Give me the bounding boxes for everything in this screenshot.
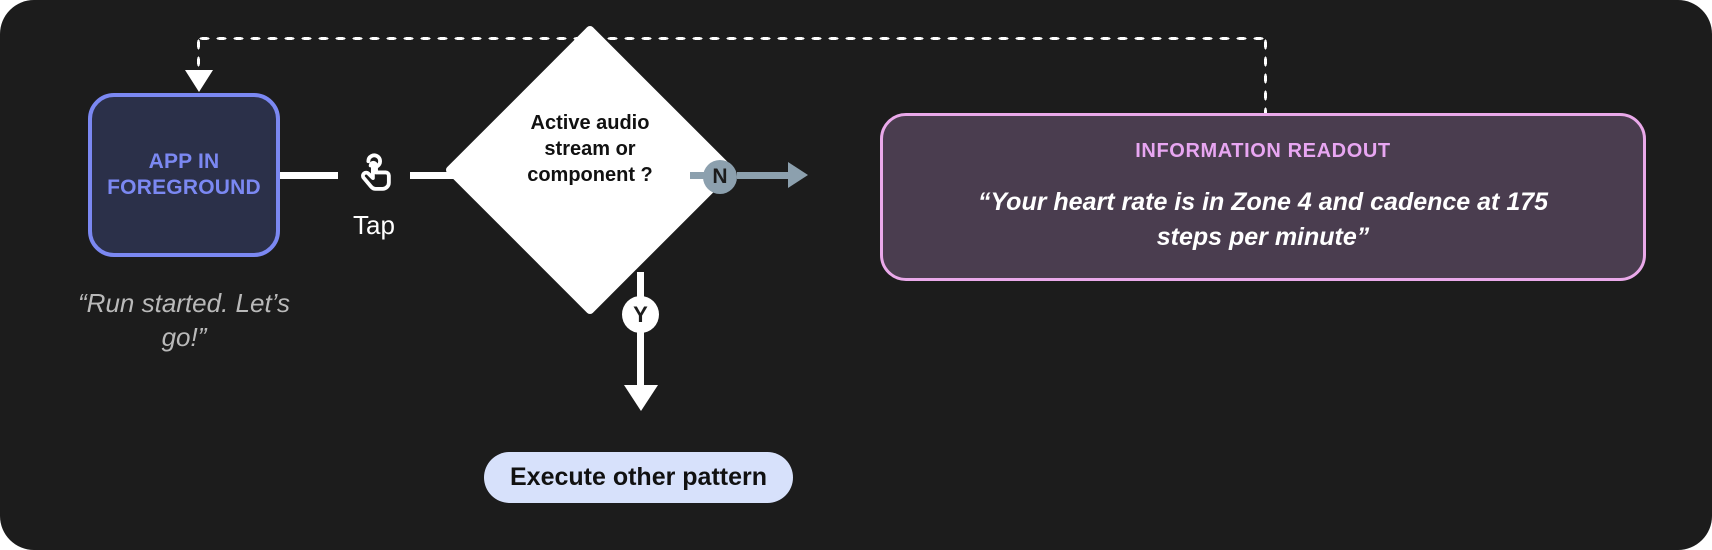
feedback-loop-left-segment [196, 36, 201, 74]
connector-decision-to-yes-badge [637, 272, 644, 300]
connector-app-to-tap [280, 172, 338, 179]
node-app-caption: “Run started. Let’s go!” [78, 288, 290, 353]
readout-title: INFORMATION READOUT [1135, 140, 1391, 162]
connector-yes-to-pill [637, 331, 644, 393]
readout-body: “Your heart rate is in Zone 4 and cadenc… [977, 188, 1549, 251]
feedback-loop-arrowhead-icon [185, 70, 213, 92]
node-pill-label: Execute other pattern [510, 463, 768, 491]
branch-badge-no: N [703, 160, 737, 194]
feedback-loop-right-segment [1263, 36, 1268, 114]
connector-pill-arrowhead-icon [624, 385, 658, 411]
connector-tap-to-decision [410, 172, 482, 179]
branch-badge-yes: Y [622, 296, 659, 333]
node-execute-other-pattern[interactable]: Execute other pattern [484, 452, 794, 503]
node-app-label: APP IN FOREGROUND [107, 149, 261, 199]
tap-gesture-group: Tap [336, 145, 412, 241]
connector-no-to-readout [737, 172, 799, 179]
tap-gesture-icon [361, 153, 391, 191]
feedback-loop-top-segment [196, 36, 1268, 41]
node-information-readout[interactable]: INFORMATION READOUT “Your heart rate is … [880, 113, 1646, 281]
node-decision-label: Active audio stream or component ? [527, 112, 653, 186]
connector-readout-arrowhead-icon [788, 162, 808, 188]
tap-gesture-label: Tap [353, 210, 395, 240]
node-app-in-foreground[interactable]: APP IN FOREGROUND [88, 93, 280, 257]
